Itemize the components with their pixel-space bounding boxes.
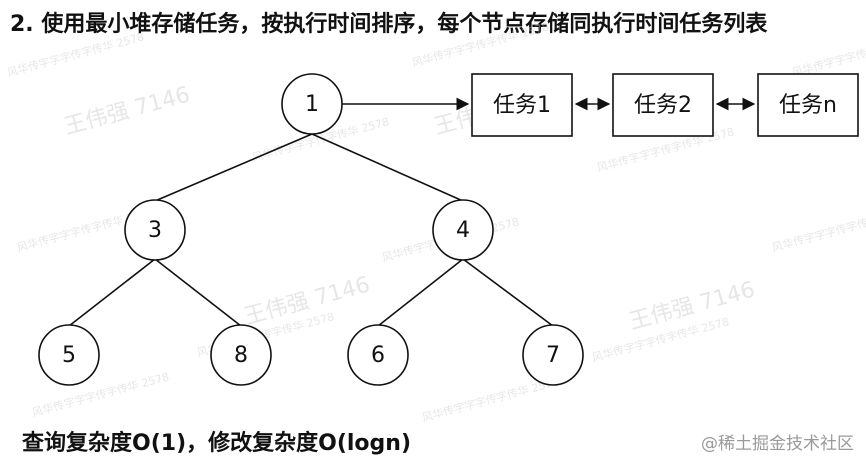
heap-edge-n3-n5: [68, 258, 156, 327]
brand-watermark: @稀土掘金技术社区: [701, 434, 854, 454]
heap-node-n7: 7: [522, 324, 584, 386]
heap-node-label: 6: [371, 343, 385, 368]
heap-node-n3: 3: [124, 199, 186, 261]
heap-node-label: 3: [148, 218, 162, 243]
task-box-1: 任务1: [471, 73, 573, 137]
task-box-label: 任务n: [779, 93, 837, 118]
heap-node-n6: 6: [347, 324, 409, 386]
heap-edge-n1-n4: [311, 133, 464, 202]
heap-edge-n3-n8: [154, 258, 242, 327]
task-box-n: 任务n: [757, 73, 859, 137]
heap-edge-n1-n3: [154, 133, 313, 202]
heap-node-n1: 1: [281, 73, 343, 135]
heap-edge-n4-n7: [462, 258, 554, 327]
heap-node-n8: 8: [210, 324, 272, 386]
diagram-title: 2. 使用最小堆存储任务，按执行时间排序，每个节点存储同执行时间任务列表: [10, 12, 768, 37]
heap-node-n5: 5: [38, 324, 100, 386]
task-box-label: 任务1: [493, 93, 551, 118]
heap-node-n4: 4: [432, 199, 494, 261]
heap-node-label: 5: [62, 343, 76, 368]
task-box-2: 任务2: [612, 73, 714, 137]
heap-edges: [68, 133, 554, 327]
heap-edge-n4-n6: [377, 258, 464, 327]
heap-node-label: 8: [234, 343, 248, 368]
task-box-label: 任务2: [634, 93, 692, 118]
heap-node-label: 1: [305, 92, 319, 117]
heap-node-label: 7: [546, 343, 560, 368]
heap-node-label: 4: [456, 218, 470, 243]
complexity-note: 查询复杂度O(1)，修改复杂度O(logn): [22, 431, 411, 456]
